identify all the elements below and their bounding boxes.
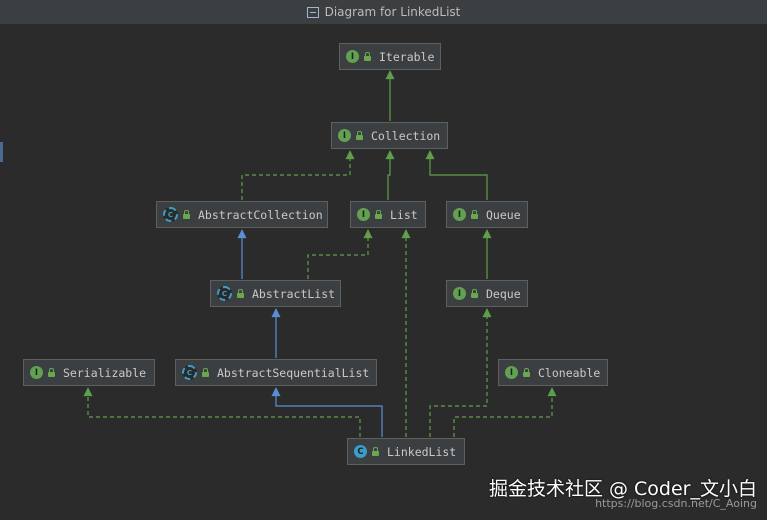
- interface-icon: I: [338, 129, 351, 142]
- class-icon: C: [354, 445, 367, 458]
- public-access-icon: [48, 368, 55, 377]
- node-label: Iterable: [379, 49, 435, 64]
- public-access-icon: [202, 368, 209, 377]
- public-access-icon: [471, 210, 478, 219]
- window-titlebar: Diagram for LinkedList: [0, 0, 767, 25]
- node-label: Cloneable: [538, 365, 601, 380]
- node-abstractlist[interactable]: C AbstractList: [210, 280, 341, 307]
- edge-abstractcollection-collection: [241, 150, 355, 200]
- interface-icon: I: [453, 287, 466, 300]
- abstract-class-icon: C: [217, 286, 232, 301]
- node-label: Collection: [371, 128, 441, 143]
- node-abstractcollection[interactable]: C AbstractCollection: [156, 201, 328, 228]
- interface-icon: I: [505, 366, 518, 379]
- public-access-icon: [237, 289, 244, 298]
- public-access-icon: [364, 52, 371, 61]
- node-label: LinkedList: [387, 444, 457, 459]
- edge-queue-collection: [425, 150, 488, 200]
- node-label: List: [390, 207, 418, 222]
- node-iterable[interactable]: I Iterable: [339, 43, 441, 70]
- node-label: AbstractSequentialList: [217, 365, 370, 380]
- node-serializable[interactable]: I Serializable: [23, 359, 155, 386]
- edge-linkedlist-cloneable: [453, 387, 557, 437]
- abstract-class-icon: C: [182, 365, 197, 380]
- diagram-canvas[interactable]: I Iterable I Collection C AbstractCollec…: [0, 25, 767, 520]
- edge-abstractlist-list: [307, 229, 373, 279]
- node-label: AbstractList: [252, 286, 336, 301]
- interface-icon: I: [30, 366, 43, 379]
- edge-linkedlist-abstractsequentiallist: [271, 387, 383, 437]
- node-collection[interactable]: I Collection: [331, 122, 448, 149]
- node-list[interactable]: I List: [350, 201, 426, 228]
- node-label: AbstractCollection: [198, 207, 323, 222]
- edge-list-collection: [385, 150, 395, 200]
- public-access-icon: [471, 289, 478, 298]
- node-abstractsequentiallist[interactable]: C AbstractSequentialList: [175, 359, 377, 386]
- node-deque[interactable]: I Deque: [446, 280, 528, 307]
- edges-layer: [83, 70, 557, 437]
- interface-icon: I: [346, 50, 359, 63]
- public-access-icon: [523, 368, 530, 377]
- public-access-icon: [375, 210, 382, 219]
- public-access-icon: [372, 447, 379, 456]
- node-label: Serializable: [63, 365, 147, 380]
- public-access-icon: [356, 131, 363, 140]
- interface-icon: I: [453, 208, 466, 221]
- node-cloneable[interactable]: I Cloneable: [498, 359, 608, 386]
- diagram-icon: [306, 6, 319, 18]
- edge-linkedlist-serializable: [83, 387, 361, 437]
- public-access-icon: [183, 210, 190, 219]
- interface-icon: I: [357, 208, 370, 221]
- node-linkedlist[interactable]: C LinkedList: [347, 438, 465, 465]
- window-title: Diagram for LinkedList: [324, 5, 461, 19]
- abstract-class-icon: C: [163, 207, 178, 222]
- node-label: Queue: [486, 207, 521, 222]
- node-queue[interactable]: I Queue: [446, 201, 528, 228]
- left-edge-marker: [0, 142, 3, 162]
- edge-linkedlist-deque: [429, 308, 492, 437]
- node-label: Deque: [486, 286, 521, 301]
